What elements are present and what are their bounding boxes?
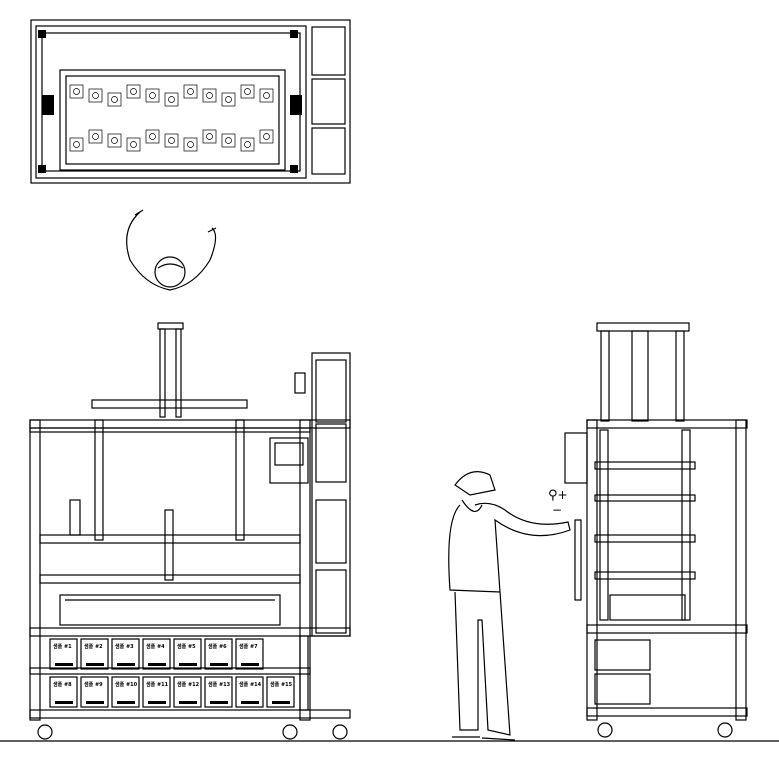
fixture-clamp bbox=[259, 129, 274, 144]
fixture-clamp bbox=[259, 88, 274, 103]
fixture-pin bbox=[149, 92, 156, 99]
drawer-label: 샘플 #7 bbox=[239, 643, 258, 650]
front-view-machine: 샘플 #1 샘플 #2 샘플 #3 샘플 #4 샘플 #5 샘플 #6 샘플 #7 샘플 #8… bbox=[29, 322, 351, 740]
fixture-pin bbox=[206, 92, 213, 99]
fixture-pin bbox=[111, 96, 118, 103]
operator-side-view bbox=[448, 471, 571, 741]
fixture-clamp bbox=[183, 137, 198, 152]
fixture-clamp bbox=[69, 137, 84, 152]
fixture-clamp bbox=[126, 137, 141, 152]
drawer-label: 샘플 #9 bbox=[84, 681, 103, 688]
drawer-label: 샘플 #8 bbox=[53, 681, 72, 688]
drawer[interactable]: 샘플 #1 bbox=[49, 638, 78, 670]
drawer[interactable]: 샘플 #5 bbox=[173, 638, 202, 670]
fixture-pin bbox=[73, 141, 80, 148]
fixture-clamp bbox=[126, 84, 141, 99]
drawer-label: 샘플 #12 bbox=[177, 681, 200, 688]
drawer[interactable]: 샘플 #2 bbox=[80, 638, 109, 670]
fixture-clamp bbox=[221, 92, 236, 107]
drawer-label: 샘플 #13 bbox=[208, 681, 231, 688]
fixture-pin bbox=[149, 133, 156, 140]
fixture-clamp bbox=[221, 133, 236, 148]
fixture-pin bbox=[206, 133, 213, 140]
fixture-pin bbox=[225, 137, 232, 144]
fixture-pin bbox=[263, 133, 270, 140]
drawer[interactable]: 샘플 #3 bbox=[111, 638, 140, 670]
fixture-clamp bbox=[88, 88, 103, 103]
fixture-clamp bbox=[145, 88, 160, 103]
fixture-clamp bbox=[240, 137, 255, 152]
fixture-clamp bbox=[145, 129, 160, 144]
fixture-pin bbox=[130, 88, 137, 95]
fixture-clamp bbox=[69, 84, 84, 99]
drawer-label: 샘플 #14 bbox=[239, 681, 262, 688]
drawer-label: 샘플 #4 bbox=[146, 643, 165, 650]
fixture-pin bbox=[130, 141, 137, 148]
operator-top-view bbox=[126, 209, 217, 291]
fixture-clamp bbox=[107, 92, 122, 107]
fixture-pin bbox=[244, 88, 251, 95]
fixture-clamp bbox=[240, 84, 255, 99]
fixture-pin bbox=[187, 141, 194, 148]
fixture-pin bbox=[225, 96, 232, 103]
fixture-clamp bbox=[202, 88, 217, 103]
drawer[interactable]: 샘플 #14 bbox=[235, 676, 264, 708]
drawer[interactable]: 샘플 #10 bbox=[111, 676, 140, 708]
fixture-pin bbox=[92, 92, 99, 99]
drawer-label: 샘플 #10 bbox=[115, 681, 138, 688]
drawer[interactable]: 샘플 #13 bbox=[204, 676, 233, 708]
fixture-pin bbox=[263, 92, 270, 99]
fixture-clamp bbox=[107, 133, 122, 148]
drawer[interactable]: 샘플 #9 bbox=[80, 676, 109, 708]
side-view-machine bbox=[564, 322, 748, 738]
fixture-clamp bbox=[183, 84, 198, 99]
drawer[interactable]: 샘플 #6 bbox=[204, 638, 233, 670]
fixture-pin bbox=[73, 88, 80, 95]
zoom-minus-sign: − bbox=[552, 503, 563, 517]
fixture-pin bbox=[168, 96, 175, 103]
drawer[interactable]: 샘플 #8 bbox=[49, 676, 78, 708]
top-plan-view bbox=[30, 19, 351, 184]
drawer-label: 샘플 #5 bbox=[177, 643, 196, 650]
drawer[interactable]: 샘플 #4 bbox=[142, 638, 171, 670]
fixture-clamp bbox=[164, 92, 179, 107]
zoom-plus-sign: + bbox=[557, 488, 568, 502]
fixture-pin bbox=[244, 141, 251, 148]
fixture-clamp bbox=[88, 129, 103, 144]
drawer-label: 샘플 #3 bbox=[115, 643, 134, 650]
drawer[interactable]: 샘플 #12 bbox=[173, 676, 202, 708]
drawer-label: 샘플 #11 bbox=[146, 681, 169, 688]
fixture-pin bbox=[168, 137, 175, 144]
magnifier-plus-icon[interactable]: ⚲+ − bbox=[548, 488, 568, 517]
drawer[interactable]: 샘플 #15 bbox=[266, 676, 295, 708]
drawer[interactable]: 샘플 #11 bbox=[142, 676, 171, 708]
drawer-label: 샘플 #2 bbox=[84, 643, 103, 650]
drawer-label: 샘플 #15 bbox=[270, 681, 293, 688]
drawer[interactable]: 샘플 #7 bbox=[235, 638, 264, 670]
drawer-label: 샘플 #1 bbox=[53, 643, 72, 650]
fixture-pin bbox=[92, 133, 99, 140]
drawer-label: 샘플 #6 bbox=[208, 643, 227, 650]
fixture-pin bbox=[111, 137, 118, 144]
fixture-clamp bbox=[202, 129, 217, 144]
fixture-clamp bbox=[164, 133, 179, 148]
fixture-pin bbox=[187, 88, 194, 95]
